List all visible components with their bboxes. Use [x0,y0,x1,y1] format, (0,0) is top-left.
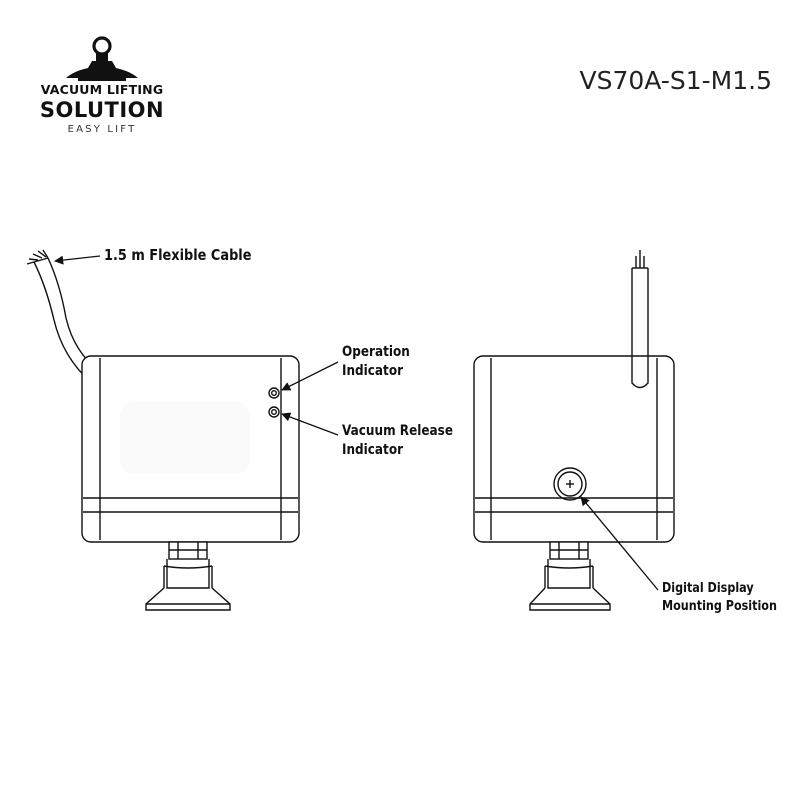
brand-line-2: SOLUTION [39,98,165,122]
front-view [26,249,300,611]
housing-rear [473,355,675,543]
plus-circle-icon [553,467,587,501]
label-digital-display-line2: Mounting Position [662,599,777,614]
suction-cup-logo-icon [66,36,138,81]
vacuum-release-indicator [268,406,280,418]
brand-logo: VACUUM LIFTING SOLUTION EASY LIFT [30,16,174,135]
label-operation-line2: Indicator [342,363,404,379]
label-operation-line1: Operation [342,344,410,360]
label-digital-display: Digital Display Mounting Position [662,580,777,616]
label-vacuum-release-line2: Indicator [342,442,404,458]
operation-indicator [268,387,280,399]
label-digital-display-line1: Digital Display [662,581,754,596]
rear-suction-cup [529,559,611,611]
brand-line-1: VACUUM LIFTING [40,82,164,97]
brand-tagline: EASY LIFT [67,124,137,135]
callout-arrows-left [54,255,339,436]
callout-arrows-right [580,496,659,591]
label-flexible-cable: 1.5 m Flexible Cable [104,246,252,264]
rear-view [473,250,675,611]
label-vacuum-release-indicator: Vacuum Release Indicator [342,422,453,460]
model-number: VS70A-S1-M1.5 [579,66,772,95]
label-vacuum-release-line1: Vacuum Release [342,423,453,439]
label-operation-indicator: Operation Indicator [342,343,410,381]
suction-cup [145,559,231,611]
